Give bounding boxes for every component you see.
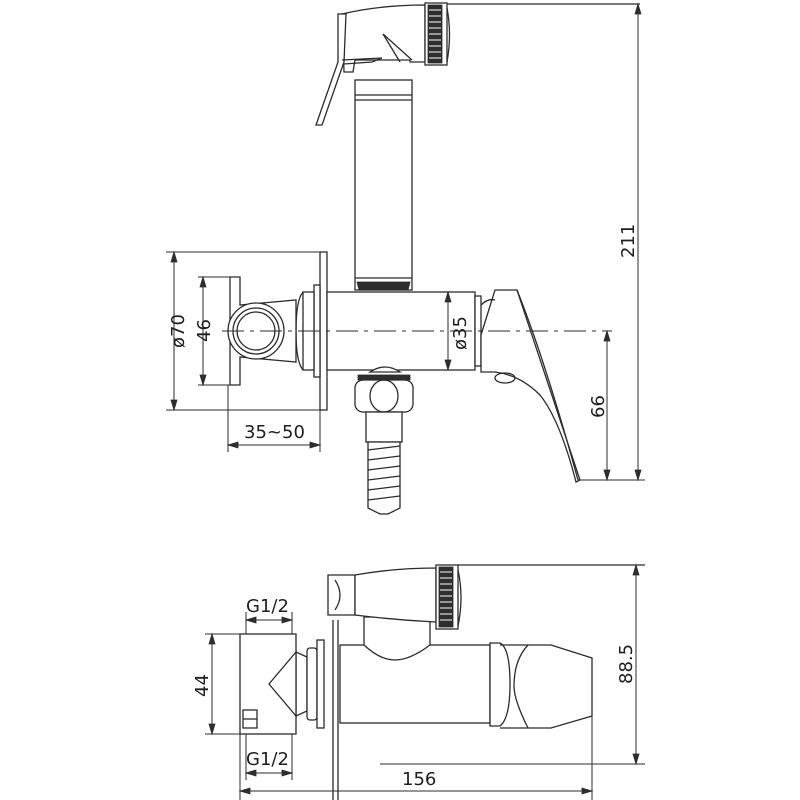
dim-total-height: 211 bbox=[618, 224, 639, 258]
front-view: ø70 46 35~50 ø35 66 211 bbox=[166, 2, 645, 515]
dim-wall-plate-diameter: ø70 bbox=[168, 314, 189, 348]
spray-head-top bbox=[327, 564, 645, 630]
dim-inlet-top: G1/2 bbox=[246, 596, 289, 617]
dim-plate-width: 44 bbox=[192, 674, 213, 697]
dim-holder-height: 46 bbox=[194, 319, 215, 342]
dim-lever-height: 66 bbox=[588, 395, 609, 418]
dim-total-length: 156 bbox=[402, 769, 436, 790]
inlet-connector bbox=[354, 366, 414, 515]
lever-top bbox=[489, 642, 593, 729]
spray-head bbox=[315, 2, 640, 126]
lever-handle bbox=[480, 289, 581, 483]
spray-handle bbox=[354, 79, 413, 291]
wall-plate bbox=[319, 251, 328, 411]
dim-body-diameter: ø35 bbox=[450, 316, 471, 350]
top-view: G1/2 G1/2 44 156 88.5 bbox=[192, 563, 645, 800]
dim-inlet-bottom: G1/2 bbox=[246, 749, 289, 770]
mixer-body-top bbox=[339, 644, 491, 724]
dim-total-depth: 88.5 bbox=[616, 644, 637, 684]
dim-wall-offset: 35~50 bbox=[244, 422, 305, 443]
